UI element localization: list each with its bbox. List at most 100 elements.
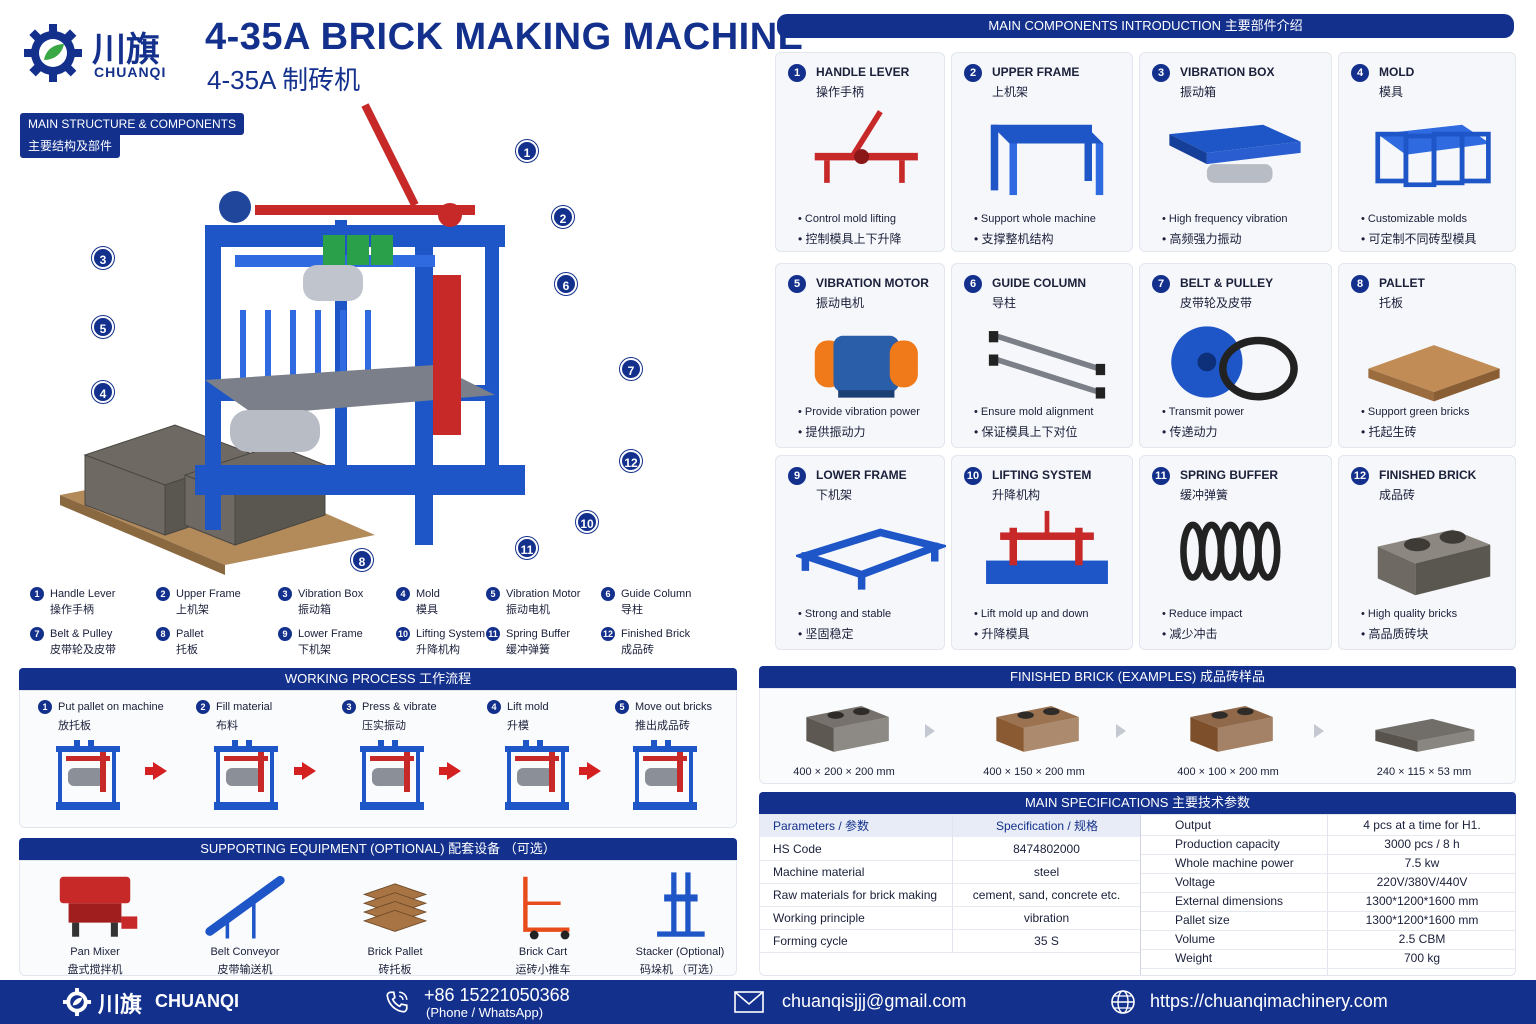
legend-num: 4 (396, 587, 410, 601)
component-bullet-cn: • 升降模具 (974, 627, 1030, 641)
spec-key: Machine material (773, 865, 865, 879)
spec-value: 4 pcs at a time for H1. (1363, 818, 1481, 832)
legend-num: 7 (30, 627, 44, 641)
legend-cn: 操作手柄 (50, 604, 94, 616)
step-cn: 布料 (216, 720, 238, 732)
component-bullet: • Control mold lifting (798, 213, 897, 225)
legend-cn: 皮带轮及皮带 (50, 644, 116, 656)
component-bullet: • Lift mold up and down (974, 608, 1089, 620)
component-bullet-cn: • 保证模具上下对位 (974, 425, 1078, 439)
process-arrow-stem (145, 767, 154, 775)
step-num: 4 (487, 700, 501, 714)
component-bullet: • High quality bricks (1361, 608, 1458, 620)
spec-key: Voltage (1175, 875, 1216, 889)
finished-brick-icon (1377, 529, 1491, 596)
step-num: 5 (615, 700, 629, 714)
spec-value: 3000 pcs / 8 h (1384, 837, 1460, 851)
footer-brand-en: CHUANQI (155, 991, 239, 1011)
equipment-cn: 运砖小推车 (515, 964, 571, 976)
mold-icon (1375, 124, 1491, 188)
component-title: VIBRATION BOX (1180, 65, 1275, 79)
component-bullet-cn: • 坚固稳定 (798, 627, 854, 641)
component-title-cn: 振动电机 (816, 296, 865, 310)
process-arrow-icon (153, 762, 167, 780)
component-title: FINISHED BRICK (1379, 468, 1477, 482)
spec-row-divider (1141, 873, 1515, 874)
footer-gear-logo-icon (62, 987, 92, 1017)
equipment-icon (523, 876, 570, 940)
email-icon (734, 991, 764, 1013)
legend-num: 8 (156, 627, 170, 641)
spec-value: 2.5 CBM (1398, 932, 1446, 946)
spec-row-divider (760, 906, 1140, 907)
component-bullet: • Ensure mold alignment (974, 406, 1094, 418)
spec-value: steel (1033, 865, 1060, 879)
phone-link[interactable]: +86 15221050368 (424, 985, 570, 1005)
process-arrow-stem (579, 767, 588, 775)
legend-en: Lower Frame (298, 628, 363, 640)
brick-example-2: 400 × 150 × 200 mm (966, 696, 1102, 780)
callout-4: 4 (92, 381, 114, 403)
component-num: 7 (1152, 275, 1170, 293)
lifting-system-icon (986, 510, 1108, 584)
guide-column-icon (988, 331, 1106, 399)
process-arrow-stem (294, 767, 303, 775)
callout-8: 8 (351, 549, 373, 571)
gear-logo-icon (24, 24, 82, 82)
component-title: PALLET (1379, 276, 1425, 290)
process-machine-icon (56, 740, 120, 810)
equipment-icon (59, 876, 138, 937)
process-arrow-icon (447, 762, 461, 780)
component-title-cn: 成品砖 (1379, 488, 1416, 502)
brand-logo: 川旗 CHUANQI (22, 20, 182, 86)
component-title: UPPER FRAME (992, 65, 1080, 79)
callout-3: 3 (92, 247, 114, 269)
callout-7: 7 (620, 358, 642, 380)
step-cn: 压实振动 (362, 720, 406, 732)
website-link[interactable]: https://chuanqimachinery.com (1150, 991, 1388, 1011)
email-link[interactable]: chuanqisjjj@gmail.com (782, 991, 967, 1011)
step-en: Lift mold (507, 701, 549, 713)
bricks-header: FINISHED BRICK (EXAMPLES) 成品砖样品 (759, 666, 1516, 688)
brand-en: CHUANQI (94, 64, 167, 80)
brick-size: 240 × 115 × 53 mm (1376, 766, 1472, 778)
legend-cn: 缓冲弹簧 (506, 644, 550, 656)
phone-sub: (Phone / WhatsApp) (426, 1005, 544, 1020)
callout-5: 5 (92, 316, 114, 338)
component-num: 12 (1351, 467, 1369, 485)
component-bullet-cn: • 高品质砖块 (1361, 627, 1429, 641)
equipment-item-5: Stacker (Optional)码垛机 （可选） (615, 868, 745, 976)
legend-num: 11 (486, 627, 500, 641)
component-card-finished-brick: 12 FINISHED BRICK 成品砖 • High quality bricks… (1338, 455, 1516, 650)
component-title-cn: 上机架 (992, 85, 1029, 99)
structure-label: MAIN STRUCTURE & COMPONENTS 主要结构及部件 (20, 113, 245, 158)
spec-value: vibration (1023, 911, 1070, 925)
legend-cn: 振动电机 (506, 604, 550, 616)
step-num: 1 (38, 700, 52, 714)
component-num: 9 (788, 467, 806, 485)
spec-key: Raw materials for brick making (773, 888, 938, 902)
specs-header-row (760, 815, 1140, 837)
process-machine-icon (360, 740, 424, 810)
component-num: 3 (1152, 64, 1170, 82)
equipment-cn: 盘式搅拌机 (67, 964, 123, 976)
specs-header: MAIN SPECIFICATIONS 主要技术参数 (759, 792, 1516, 814)
component-bullet-cn: • 减少冲击 (1162, 627, 1218, 641)
spec-row-divider (1141, 949, 1515, 950)
legend-num: 5 (486, 587, 500, 601)
legend-en: Pallet (176, 628, 204, 640)
legend-cn: 模具 (416, 604, 438, 616)
component-bullet-cn: • 托起生砖 (1361, 425, 1417, 439)
